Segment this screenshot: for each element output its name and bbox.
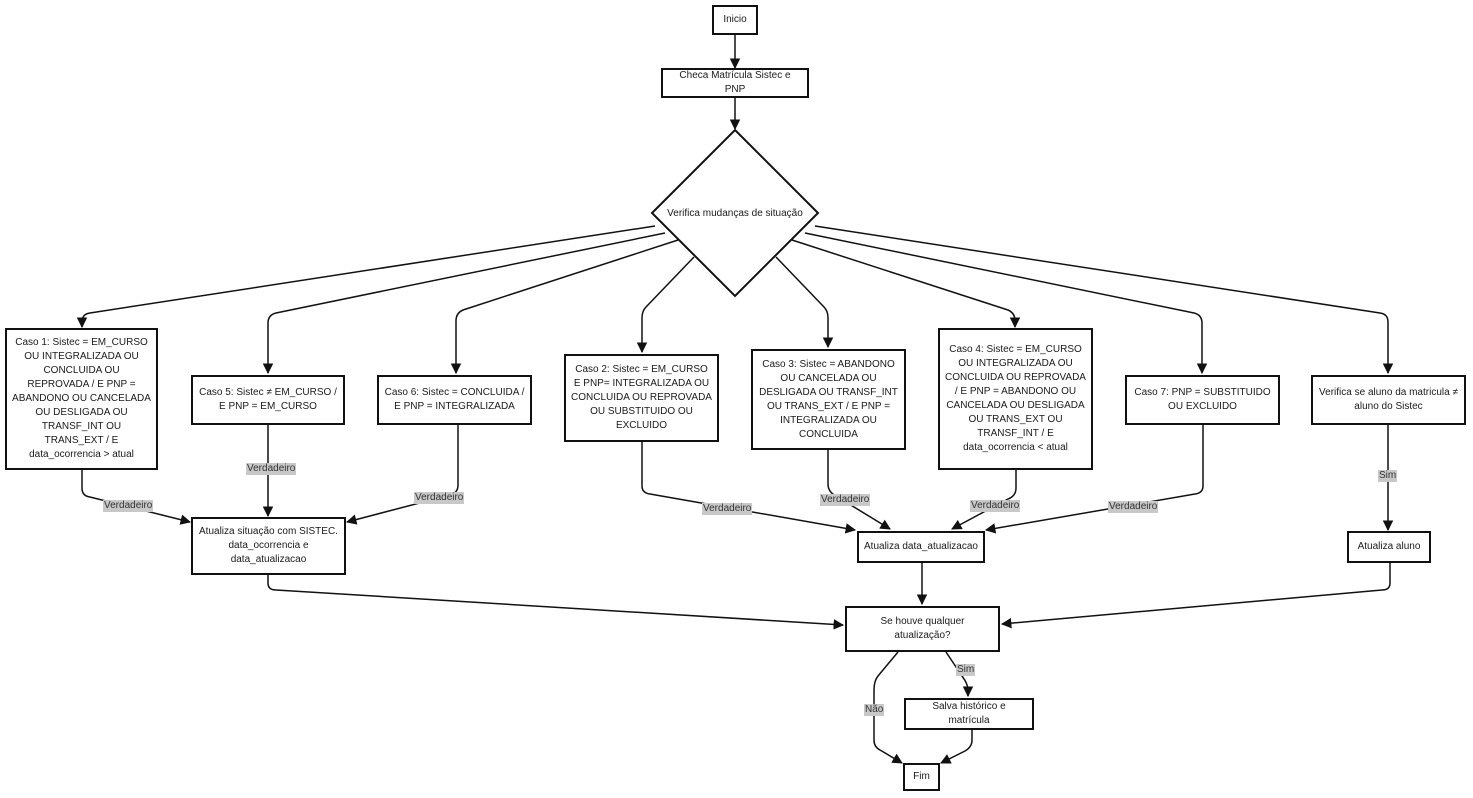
node-caso3-label: Caso 3: Sistec = ABANDONO OU CANCELADA O… bbox=[759, 358, 898, 440]
node-caso1-label: Caso 1: Sistec = EM_CURSO OU INTEGRALIZA… bbox=[12, 337, 151, 460]
node-salva-label: Salva histórico e matrícula bbox=[932, 701, 1006, 726]
edge-atualiza-situacao-se-houve bbox=[267, 575, 845, 630]
edge-verifica-caso5 bbox=[262, 232, 666, 375]
node-caso6-label: Caso 6: Sistec = CONCLUIDA / E PNP = INT… bbox=[384, 387, 525, 412]
edge-verifica-caso3 bbox=[775, 256, 834, 349]
node-caso2-label: Caso 2: Sistec = EM_CURSO E PNP= INTEGRA… bbox=[571, 364, 712, 431]
edge-label-caso4: Verdadeiro bbox=[970, 500, 1021, 512]
node-caso1: Caso 1: Sistec = EM_CURSO OU INTEGRALIZA… bbox=[5, 328, 158, 470]
edge-label-se-houve-sim: Sim bbox=[956, 664, 976, 676]
edge-label-caso2: Verdadeiro bbox=[702, 503, 753, 515]
node-se-houve-label: Se houve qualquer atualização? bbox=[880, 616, 965, 641]
edge-label-caso3: Verdadeiro bbox=[820, 494, 871, 506]
node-checa-matricula: Checa Matrícula Sistec e PNP bbox=[661, 68, 809, 98]
edge-verifica-caso4 bbox=[791, 239, 1021, 329]
edge-verifica-caso6 bbox=[450, 239, 679, 375]
node-caso4: Caso 4: Sistec = EM_CURSO OU INTEGRALIZA… bbox=[938, 328, 1093, 470]
decision-diamond-verifica bbox=[650, 128, 820, 298]
edge-se-houve-salva bbox=[945, 651, 974, 698]
node-atualiza-situacao: Atualiza situação com SISTEC. data_ocorr… bbox=[191, 517, 346, 575]
edge-caso7-atualiza-data bbox=[984, 425, 1204, 534]
edge-label-caso5: Verdadeiro bbox=[246, 463, 297, 475]
edge-atualiza-aluno-se-houve bbox=[1000, 563, 1391, 629]
edge-caso6-atualiza-situacao bbox=[345, 425, 459, 525]
decision-verifica-label: Verifica mudanças de situação bbox=[667, 207, 803, 219]
node-atualiza-situacao-label: Atualiza situação com SISTEC. data_ocorr… bbox=[199, 526, 338, 565]
node-atualiza-aluno-label: Atualiza aluno bbox=[1357, 541, 1421, 552]
edge-caso2-atualiza-data bbox=[641, 442, 857, 534]
edge-caso4-atualiza-data bbox=[951, 470, 1017, 530]
edge-label-caso1: Verdadeiro bbox=[103, 500, 154, 512]
node-atualiza-data: Atualiza data_atualizacao bbox=[857, 531, 985, 563]
edge-verifica-aluno bbox=[814, 225, 1394, 375]
node-atualiza-aluno: Atualiza aluno bbox=[1347, 531, 1431, 563]
node-caso3: Caso 3: Sistec = ABANDONO OU CANCELADA O… bbox=[751, 349, 906, 450]
node-inicio-label: Inicio bbox=[723, 14, 747, 25]
node-caso2: Caso 2: Sistec = EM_CURSO E PNP= INTEGRA… bbox=[564, 354, 719, 442]
node-checa-label: Checa Matrícula Sistec e PNP bbox=[679, 70, 791, 95]
edge-verifica-caso2 bbox=[636, 256, 695, 354]
node-caso7-label: Caso 7: PNP = SUBSTITUIDO OU EXCLUIDO bbox=[1134, 387, 1271, 412]
node-verifica-aluno: Verifica se aluno da matricula ≠ aluno d… bbox=[1311, 375, 1466, 425]
edge-verifica-caso7 bbox=[804, 232, 1208, 375]
edge-caso3-atualiza-data bbox=[827, 450, 891, 530]
edge-label-se-houve-nao: Não bbox=[864, 704, 885, 716]
node-verifica-aluno-label: Verifica se aluno da matricula ≠ aluno d… bbox=[1319, 387, 1458, 412]
node-se-houve: Se houve qualquer atualização? bbox=[845, 606, 1000, 652]
decision-verifica-mudancas: Verifica mudanças de situação bbox=[640, 199, 830, 227]
node-caso7: Caso 7: PNP = SUBSTITUIDO OU EXCLUIDO bbox=[1125, 375, 1280, 425]
edge-caso1-atualiza-situacao bbox=[81, 470, 192, 525]
node-caso4-label: Caso 4: Sistec = EM_CURSO OU INTEGRALIZA… bbox=[945, 344, 1086, 453]
edge-verifica-caso1 bbox=[76, 225, 656, 329]
edge-label-caso7: Verdadeiro bbox=[1108, 501, 1159, 513]
node-inicio: Inicio bbox=[712, 5, 758, 35]
node-fim: Fim bbox=[903, 763, 940, 791]
node-salva-historico: Salva histórico e matrícula bbox=[904, 698, 1034, 730]
edge-salva-fim bbox=[940, 730, 973, 764]
edge-label-verifica-aluno: Sim bbox=[1378, 470, 1398, 482]
edge-label-caso6: Verdadeiro bbox=[414, 492, 465, 504]
node-caso5: Caso 5: Sistec ≠ EM_CURSO / E PNP = EM_C… bbox=[191, 375, 345, 425]
node-atualiza-data-label: Atualiza data_atualizacao bbox=[864, 541, 978, 552]
node-caso6: Caso 6: Sistec = CONCLUIDA / E PNP = INT… bbox=[377, 375, 532, 425]
node-fim-label: Fim bbox=[913, 771, 930, 782]
node-caso5-label: Caso 5: Sistec ≠ EM_CURSO / E PNP = EM_C… bbox=[199, 387, 337, 412]
